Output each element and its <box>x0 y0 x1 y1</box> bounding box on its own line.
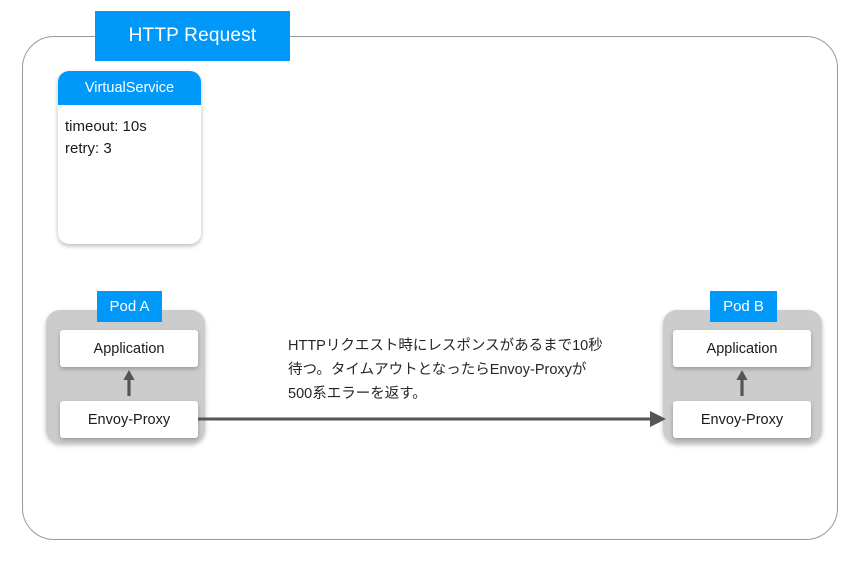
pod-b-label-text: Pod B <box>723 298 764 315</box>
pod-b-envoy-proxy-box: Envoy-Proxy <box>673 401 811 438</box>
pod-a-envoy-proxy-label: Envoy-Proxy <box>87 411 171 428</box>
virtualservice-timeout-line: timeout: 10s <box>65 118 147 135</box>
pod-b-upward-arrow-icon <box>736 370 748 396</box>
annotation-text: HTTPリクエスト時にレスポンスがあるまで10秒 待つ。タイムアウトとなったらE… <box>288 334 608 406</box>
outer-boundary <box>22 36 838 540</box>
virtualservice-retry-line: retry: 3 <box>65 140 112 157</box>
http-request-banner: HTTP Request <box>95 11 290 61</box>
virtualservice-body: timeout: 10s retry: 3 <box>58 105 201 160</box>
pod-b-application-box: Application <box>673 330 811 367</box>
pod-a-envoy-proxy-box: Envoy-Proxy <box>60 401 198 438</box>
annotation-line-2: 待つ。タイムアウトとなったらEnvoy-Proxyが <box>288 362 587 378</box>
pod-b-application-label: Application <box>706 340 778 357</box>
virtualservice-card: VirtualService timeout: 10s retry: 3 <box>58 71 201 244</box>
pod-a-label-text: Pod A <box>109 298 150 315</box>
pod-a-application-label: Application <box>93 340 165 357</box>
pod-a-application-box: Application <box>60 330 198 367</box>
virtualservice-title: VirtualService <box>84 80 175 96</box>
request-flow-arrow-icon <box>198 411 666 427</box>
http-request-banner-label: HTTP Request <box>128 25 257 46</box>
virtualservice-header: VirtualService <box>58 71 201 105</box>
pod-b-label: Pod B <box>710 291 777 322</box>
annotation-line-3: 500系エラーを返す。 <box>288 386 427 402</box>
pod-b-envoy-proxy-label: Envoy-Proxy <box>700 411 784 428</box>
annotation-line-1: HTTPリクエスト時にレスポンスがあるまで10秒 <box>288 338 603 354</box>
pod-a-label: Pod A <box>97 291 162 322</box>
pod-a-upward-arrow-icon <box>123 370 135 396</box>
